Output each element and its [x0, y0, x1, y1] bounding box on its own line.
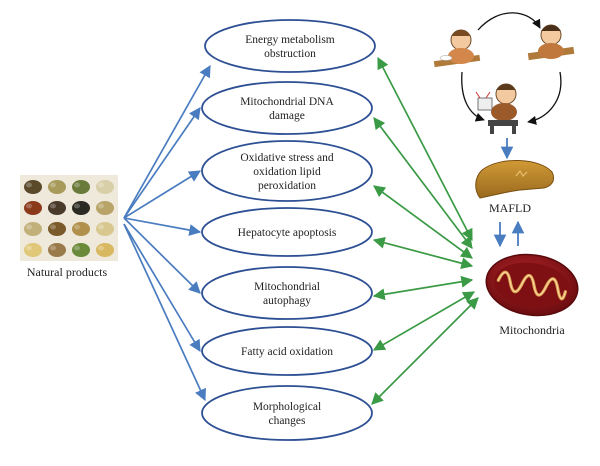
- bidirectional-arrow-oxidative: [373, 185, 473, 259]
- outcome-label-line: damage: [269, 110, 305, 122]
- herb-sample: [24, 243, 42, 257]
- herb-sample: [24, 222, 42, 236]
- outcome-label-line: Hepatocyte apoptosis: [238, 227, 337, 239]
- arrow-to-fatty: [123, 223, 201, 353]
- herb-sample: [24, 201, 42, 215]
- herb-sample: [72, 243, 90, 257]
- mafld-label: MAFLD: [489, 201, 531, 215]
- outcome-label-line: autophagy: [263, 295, 311, 307]
- bidirectional-arrow-apoptosis: [372, 236, 474, 270]
- outcome-node-oxidative: Oxidative stress and oxidation lipid perox…: [201, 140, 373, 202]
- outcome-node-energy: Energy metabolism obstruction: [204, 19, 376, 73]
- outcome-ellipse: [201, 266, 373, 320]
- outcome-label-line: Morphological: [253, 401, 321, 413]
- herb-sample: [96, 243, 114, 257]
- herb-sample: [96, 180, 114, 194]
- outcome-node-mtdna: Mitochondrial DNA damage: [201, 81, 373, 135]
- arrow-to-autophagy: [123, 217, 201, 294]
- herb-grid-icon: [20, 175, 118, 261]
- outcome-label-line: Oxidative stress and: [240, 152, 334, 164]
- tv-watching-child-icon: [475, 83, 518, 134]
- herb-sample: [48, 201, 66, 215]
- green-arrow-group: [371, 56, 479, 405]
- outcome-label-line: Energy metabolism: [245, 34, 335, 46]
- herb-sample: [72, 201, 90, 215]
- sitting-child-icon: [527, 24, 575, 61]
- outcome-node-fatty: Fatty acid oxidation: [201, 326, 373, 376]
- bidirectional-arrow-mtdna: [373, 117, 473, 249]
- outcome-ellipse: [201, 326, 373, 376]
- arrow-to-morph: [123, 223, 206, 402]
- mitochondria-label: Mitochondria: [499, 323, 565, 337]
- outcome-label-line: Fatty acid oxidation: [241, 346, 333, 358]
- bidirectional-arrow-morph: [371, 297, 479, 405]
- outcome-label-line: obstruction: [264, 48, 316, 60]
- outcome-node-autophagy: Mitochondrial autophagy: [201, 266, 373, 320]
- herb-sample: [96, 222, 114, 236]
- arrow-to-energy: [123, 64, 211, 219]
- outcome-label-line: oxidation lipid: [253, 166, 321, 178]
- outcome-ellipse: [201, 81, 373, 135]
- herb-sample: [96, 201, 114, 215]
- outcome-ellipse: [201, 140, 373, 202]
- herb-sample: [48, 180, 66, 194]
- outcome-node-morph: Morphological changes: [201, 385, 373, 441]
- outcome-ellipse: [201, 207, 373, 257]
- herb-sample: [48, 243, 66, 257]
- arrow-to-oxidative: [123, 170, 202, 219]
- liver-icon: [475, 160, 555, 199]
- outcome-ellipse: [204, 19, 376, 73]
- outcome-node-apoptosis: Hepatocyte apoptosis: [201, 207, 373, 257]
- outcome-label-line: peroxidation: [258, 180, 316, 192]
- herb-sample: [72, 222, 90, 236]
- herb-sample: [72, 180, 90, 194]
- outcome-ellipses: Energy metabolism obstructionMitochondria…: [201, 19, 376, 441]
- lifestyle-cycle: [433, 12, 575, 134]
- herb-sample: [48, 222, 66, 236]
- bidirectional-arrow-fatty: [372, 291, 476, 351]
- outcome-label-line: Mitochondrial: [254, 281, 320, 293]
- natural-products-label: Natural products: [27, 265, 108, 279]
- blue-arrow-group: [123, 64, 211, 402]
- bidirectional-arrow-energy: [377, 56, 473, 242]
- outcome-ellipse: [201, 385, 373, 441]
- bidirectional-arrow-autophagy: [372, 275, 474, 301]
- overeating-child-icon: [433, 29, 481, 68]
- herb-sample: [24, 180, 42, 194]
- outcome-label-line: Mitochondrial DNA: [240, 96, 334, 108]
- mitochondrion-icon: [485, 253, 579, 317]
- outcome-label-line: changes: [268, 415, 306, 427]
- arrow-to-apoptosis: [123, 217, 202, 236]
- arrow-to-mtdna: [123, 107, 201, 219]
